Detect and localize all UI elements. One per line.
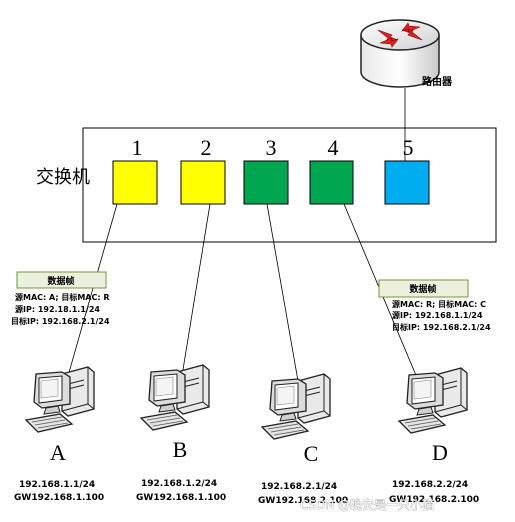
switch-ports: 1 2 3 4 5: [112, 135, 430, 205]
data-frame-2-line-3: 目标IP: 192.168.2.1/24: [392, 322, 491, 332]
host-a-name: A: [50, 440, 66, 465]
port-3: [243, 160, 289, 205]
host-c: C 192.168.2.1/24 GW192.168.2.100: [258, 373, 348, 506]
port-2-number: 2: [201, 135, 212, 160]
computer-icon: [398, 367, 468, 434]
data-frame-1-line-1: 源MAC: A; 目标MAC: R: [15, 292, 110, 302]
host-a: A 192.168.1.1/24 GW192.168.1.100: [14, 366, 104, 503]
port-4-number: 4: [328, 135, 339, 160]
data-frame-2-line-2: 源IP: 192.168.1.1/24: [392, 310, 483, 320]
computer-icon: [140, 364, 210, 431]
host-d: D 192.168.2.2/24 GW192.168.2.100: [389, 367, 479, 505]
port-3-number: 3: [266, 135, 277, 160]
host-d-name: D: [432, 440, 448, 465]
switch-label: 交换机: [36, 167, 90, 187]
data-frame-1-line-2: 源IP: 192.18.1.1/24: [15, 304, 100, 314]
router: [360, 19, 440, 88]
data-frame-1-title: 数据帧: [47, 275, 74, 287]
cable-port-3-host-c: [266, 203, 302, 399]
host-c-ip: 192.168.2.1/24: [261, 482, 337, 492]
port-4: [309, 160, 354, 205]
port-1: [112, 160, 158, 205]
router-label: 路由器: [422, 75, 453, 88]
host-c-name: C: [304, 441, 319, 466]
watermark: CSDN @晚安是一只小猫: [300, 497, 434, 512]
data-frame-1-header: [16, 271, 107, 289]
host-b-name: B: [173, 437, 188, 462]
computer-icon: [261, 373, 331, 440]
host-a-ip: 192.168.1.1/24: [19, 480, 95, 490]
host-d-ip: 192.168.2.2/24: [392, 480, 468, 490]
router-arrows-icon: [377, 22, 423, 48]
cables: [63, 88, 424, 399]
cable-port-2-host-b: [179, 203, 211, 389]
computer-icon: [25, 366, 95, 433]
cable-port-4-host-d: [343, 203, 424, 393]
host-a-gateway: GW192.168.1.100: [14, 493, 104, 503]
data-frame-1: 数据帧 源MAC: A; 目标MAC: R 源IP: 192.18.1.1/24…: [11, 271, 110, 326]
host-b-ip: 192.168.1.2/24: [141, 479, 217, 489]
cable-port-1-host-a: [63, 203, 118, 391]
port-2: [180, 160, 226, 205]
data-frame-2: 数据帧 源MAC: R; 目标MAC: C 源IP: 192.168.1.1/2…: [378, 279, 491, 332]
host-d-gateway: GW192.168.2.100: [389, 495, 479, 505]
data-frame-2-line-1: 源MAC: R; 目标MAC: C: [392, 299, 486, 309]
port-1-number: 1: [132, 135, 143, 160]
data-frame-2-header: [378, 279, 469, 298]
host-c-gateway: GW192.168.2.100: [258, 496, 348, 506]
host-b: B 192.168.1.2/24 GW192.168.1.100: [136, 364, 226, 503]
data-frame-2-title: 数据帧: [409, 283, 436, 295]
data-frame-1-line-3: 目标IP: 192.168.2.1/24: [11, 316, 110, 326]
port-5-number: 5: [403, 135, 414, 160]
port-5: [384, 160, 430, 205]
host-b-gateway: GW192.168.1.100: [136, 493, 226, 503]
